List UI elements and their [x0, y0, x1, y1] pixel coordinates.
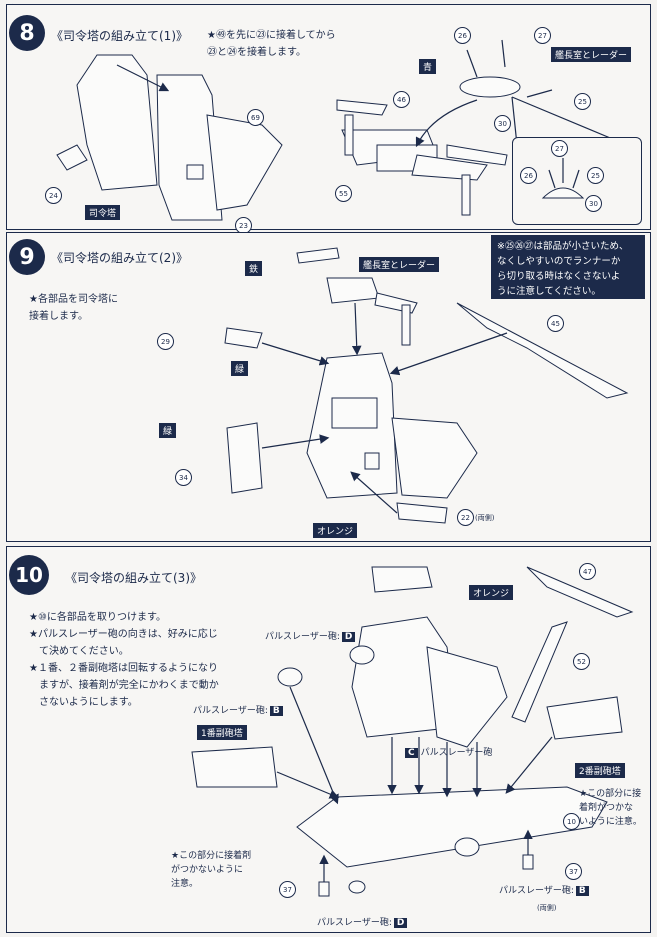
glue-note-right: ★この部分に接 着剤がつかな いように注意。 — [579, 789, 642, 827]
pulse-laser-D-top: パルスレーザー砲:D — [265, 629, 356, 642]
step-8-notes: ★㊾を先に㉓に接着してから ㉓と㉔を接着します。 — [207, 30, 336, 58]
part-26: 26 — [454, 27, 471, 44]
step-9-notes: ★各部品を司令塔に 接着します。 — [29, 294, 118, 322]
part-25: 25 — [574, 93, 591, 110]
glue-note-left: ★この部分に接着剤 がつかないように 注意。 — [171, 851, 252, 889]
part-37-left: 37 — [279, 881, 296, 898]
tag-bridge-radar-8: 艦長室とレーダー — [551, 47, 632, 62]
step-9-title: 《司令塔の組み立て(2)》 — [51, 251, 188, 265]
step-8-title: 《司令塔の組み立て(1)》 — [51, 29, 188, 43]
tag-bridge-radar-9: 艦長室とレーダー — [359, 257, 440, 272]
part-46: 46 — [393, 91, 410, 108]
tag-tower: 司令塔 — [85, 205, 121, 220]
step-10-notes: ★⑩に各部品を取りつけます。 ★パルスレーザー砲の向きは、好みに応じ て決めてく… — [29, 612, 219, 708]
inset-part-26: 26 — [520, 167, 537, 184]
tag-green-2: 緑 — [159, 423, 177, 438]
pulse-laser-D-bottom: パルスレーザー砲:D — [317, 915, 408, 928]
part-37-right: 37 — [565, 863, 582, 880]
step-10-number: 10 — [9, 555, 49, 595]
step-8-number: 8 — [9, 15, 45, 51]
step-10-diagram — [191, 566, 634, 897]
caution-box: ※㉕㉖㉗は部品が小さいため、 なくしやすいのでランナーか ら切り取る時はなくさな… — [491, 235, 645, 299]
step-9-diagram — [224, 247, 629, 524]
both-sides-10: (両側) — [537, 904, 557, 912]
step-10-panel: 10 《司令塔の組み立て(3)》 ★⑩に各部品を取りつけます。 ★パルスレーザー… — [6, 546, 651, 933]
part-47: 47 — [579, 563, 596, 580]
step-9-number: 9 — [9, 239, 45, 275]
part-27: 27 — [534, 27, 551, 44]
part-10: 10 — [563, 813, 580, 830]
step-8-diagram — [56, 39, 628, 221]
radar-inset — [512, 137, 642, 225]
part-45: 45 — [547, 315, 564, 332]
inset-part-25: 25 — [587, 167, 604, 184]
part-30: 30 — [494, 115, 511, 132]
part-29: 29 — [157, 333, 174, 350]
part-23: 23 — [235, 217, 252, 234]
tag-orange-10: オレンジ — [469, 585, 514, 600]
inset-part-27: 27 — [551, 140, 568, 157]
step-10-title: 《司令塔の組み立て(3)》 — [65, 571, 202, 585]
turret-1-label: 1番副砲塔 — [197, 725, 247, 740]
step-9-panel: 9 《司令塔の組み立て(2)》 ★各部品を司令塔に 接着します。 ※㉕㉖㉗は部品… — [6, 232, 651, 542]
part-34: 34 — [175, 469, 192, 486]
pulse-laser-B-right: パルスレーザー砲:B — [499, 883, 589, 896]
tag-blue: 青 — [419, 59, 437, 74]
part-69: 69 — [247, 109, 264, 126]
part-52: 52 — [573, 653, 590, 670]
pulse-laser-B-left: パルスレーザー砲:B — [193, 703, 283, 716]
tag-orange-9: オレンジ — [313, 523, 358, 538]
turret-2-label: 2番副砲塔 — [575, 763, 625, 778]
part-55: 55 — [335, 185, 352, 202]
part-22: 22 — [457, 509, 474, 526]
tag-gun: 鉄 — [245, 261, 263, 276]
step-8-panel: 8 《司令塔の組み立て(1)》 ★㊾を先に㉓に接着してから ㉓と㉔を接着します。 — [6, 4, 651, 234]
inset-part-30: 30 — [585, 195, 602, 212]
both-sides-9: (両側) — [475, 514, 495, 522]
part-24: 24 — [45, 187, 62, 204]
tag-green-1: 緑 — [231, 361, 249, 376]
